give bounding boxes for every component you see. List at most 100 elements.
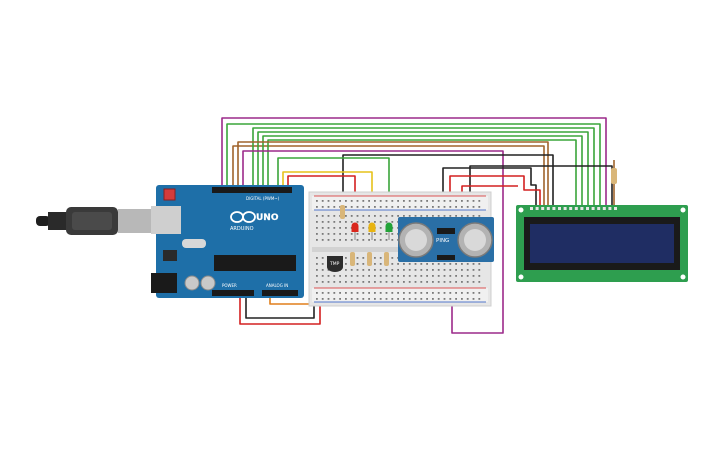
breadboard-hole	[432, 275, 434, 277]
breadboard-hole	[391, 292, 394, 294]
breadboard-hole	[316, 269, 318, 271]
breadboard-hole	[327, 227, 330, 229]
tmp-sensor-label: TMP	[329, 261, 340, 267]
wire-black-sensor[interactable]	[442, 167, 537, 230]
breadboard-hole	[403, 292, 405, 294]
wire-black-lcd-contrast[interactable]	[469, 165, 613, 205]
breadboard-hole	[362, 281, 365, 283]
tmp-sensor[interactable]: TMP	[327, 256, 343, 272]
resistor-led-2[interactable]	[350, 252, 355, 266]
breadboard-hole	[321, 239, 324, 241]
lcd-display[interactable]	[516, 205, 688, 282]
wire-green-lcd-5[interactable]	[267, 139, 577, 205]
wire-purple-lcd[interactable]	[221, 117, 607, 205]
breadboard-hole	[339, 281, 341, 283]
breadboard-hole	[379, 233, 382, 235]
breadboard-hole	[466, 215, 469, 217]
resistor-led-4[interactable]	[384, 252, 389, 266]
arduino-board[interactable]: UNO ARDUINO DIGITAL (PWM~) POWER ANALOG …	[151, 185, 304, 298]
led[interactable]	[368, 222, 376, 232]
breadboard-hole	[368, 275, 370, 277]
breadboard-hole	[333, 227, 336, 229]
wire-brown-lcd[interactable]	[232, 145, 545, 205]
wire-red-sensor[interactable]	[449, 175, 541, 230]
wire-green-lcd-4[interactable]	[262, 135, 583, 205]
breadboard-hole	[432, 206, 434, 208]
breadboard-hole	[385, 298, 388, 300]
lcd-pin	[558, 207, 561, 210]
breadboard-hole	[403, 215, 405, 217]
breadboard-hole	[397, 269, 399, 271]
led-group	[351, 222, 393, 240]
breadboard-hole	[379, 263, 382, 265]
breadboard-hole	[437, 275, 440, 277]
breadboard-hole	[385, 215, 388, 217]
breadboard-hole	[321, 227, 324, 229]
breadboard-hole	[374, 215, 376, 217]
breadboard-hole	[455, 269, 457, 271]
lcd-hole-tl	[518, 207, 524, 213]
breadboard-hole	[408, 269, 411, 271]
breadboard-hole	[374, 200, 376, 202]
breadboard-hole	[368, 292, 370, 294]
breadboard-hole	[339, 227, 341, 229]
lcd-pin-header	[530, 207, 617, 210]
breadboard-hole	[327, 275, 330, 277]
reset-button[interactable]	[163, 188, 176, 201]
breadboard-hole	[385, 269, 388, 271]
breadboard-hole	[356, 233, 359, 235]
breadboard-hole	[461, 200, 463, 202]
breadboard-hole	[391, 233, 394, 235]
breadboard-hole	[356, 263, 359, 265]
breadboard-hole	[345, 298, 347, 300]
breadboard-hole	[327, 298, 330, 300]
breadboard-hole	[461, 275, 463, 277]
wire-red-power[interactable]	[239, 296, 321, 325]
led[interactable]	[385, 222, 393, 232]
lcd-pin	[602, 207, 606, 210]
breadboard-hole	[443, 200, 446, 202]
lcd-hole-br	[680, 274, 686, 280]
breadboard-hole	[362, 200, 365, 202]
breadboard-hole	[362, 239, 365, 241]
resistor-lcd[interactable]	[611, 168, 617, 184]
breadboard-hole	[478, 200, 481, 202]
breadboard-hole	[408, 206, 411, 208]
breadboard-hole	[327, 239, 330, 241]
wire-black-gnd-top[interactable]	[342, 154, 554, 205]
breadboard-hole	[397, 298, 399, 300]
breadboard-hole	[316, 200, 318, 202]
breadboard-hole	[350, 200, 353, 202]
lcd-pin	[552, 207, 556, 210]
breadboard-hole	[466, 292, 469, 294]
breadboard-hole	[408, 263, 411, 265]
wire-black-power[interactable]	[245, 296, 315, 319]
lcd-pin	[591, 207, 595, 210]
resistor-led-3[interactable]	[367, 252, 372, 266]
breadboard-hole	[356, 206, 359, 208]
ultrasonic-sensor[interactable]: PING	[398, 217, 494, 262]
led[interactable]	[351, 222, 359, 232]
lcd-pin	[563, 207, 567, 210]
breadboard-hole	[333, 215, 336, 217]
breadboard-hole	[333, 206, 336, 208]
wire-purple-sensor[interactable]	[242, 150, 504, 334]
breadboard-hole	[339, 298, 341, 300]
breadboard-hole	[478, 206, 481, 208]
uno-label: UNO	[256, 213, 279, 223]
breadboard-hole	[403, 269, 405, 271]
breadboard-hole	[437, 263, 440, 265]
breadboard-hole	[420, 269, 423, 271]
breadboard-hole	[368, 215, 370, 217]
wire-green-lcd-3[interactable]	[257, 131, 589, 205]
breadboard-hole	[449, 292, 452, 294]
lcd-pin	[541, 207, 545, 210]
resistor-led-1[interactable]	[340, 205, 345, 219]
breadboard-hole	[403, 281, 405, 283]
breadboard-hole	[426, 215, 428, 217]
wire-brown-led[interactable]	[237, 141, 549, 205]
wire-green-led[interactable]	[277, 157, 390, 222]
wire-green-lcd-1[interactable]	[226, 123, 601, 205]
breadboard-hole	[316, 221, 318, 223]
breadboard-hole	[403, 200, 405, 202]
